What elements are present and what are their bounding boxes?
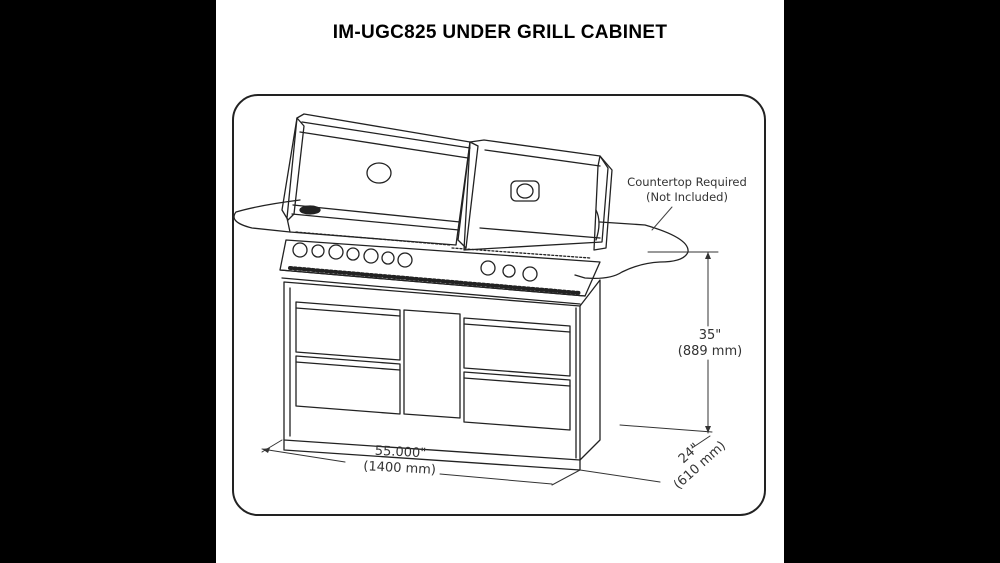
countertop-callout: Countertop Required (Not Included) — [612, 175, 762, 205]
right-thermometer — [510, 180, 540, 202]
height-metric: (889 mm) — [677, 344, 743, 359]
knob — [397, 252, 413, 268]
brand-logo — [299, 205, 321, 215]
countertop-right — [574, 221, 689, 280]
diagram-frame — [232, 94, 766, 516]
knob — [363, 248, 379, 264]
drawer-left-top — [295, 301, 401, 361]
knob — [292, 242, 308, 258]
width-dimension-label: 55.000" (1400 mm) — [344, 442, 456, 480]
left-hood — [281, 113, 471, 246]
drawer-left-bottom — [295, 355, 401, 415]
knob — [381, 251, 395, 265]
height-imperial: 35" — [698, 328, 722, 343]
center-door — [403, 309, 461, 419]
left-thermometer — [366, 162, 392, 184]
knob — [346, 247, 360, 261]
callout-leader — [651, 206, 673, 231]
dimension-lines — [261, 251, 719, 486]
knob — [502, 264, 516, 278]
knob — [480, 260, 496, 276]
countertop-left — [233, 199, 301, 233]
right-hood — [457, 139, 613, 251]
height-dimension-label: 35" (889 mm) — [665, 328, 755, 360]
page-title: IM-UGC825 UNDER GRILL CABINET — [332, 22, 668, 43]
cabinet — [283, 279, 601, 471]
callout-line1: Countertop Required — [627, 175, 747, 189]
drawer-right-top — [463, 317, 571, 377]
document-page: IM-UGC825 UNDER GRILL CABINET — [216, 0, 784, 563]
control-panel — [279, 231, 601, 305]
knob — [328, 244, 344, 260]
knob — [522, 266, 538, 282]
drawer-right-bottom — [463, 371, 571, 431]
knob — [311, 244, 325, 258]
callout-line2: (Not Included) — [646, 190, 728, 204]
